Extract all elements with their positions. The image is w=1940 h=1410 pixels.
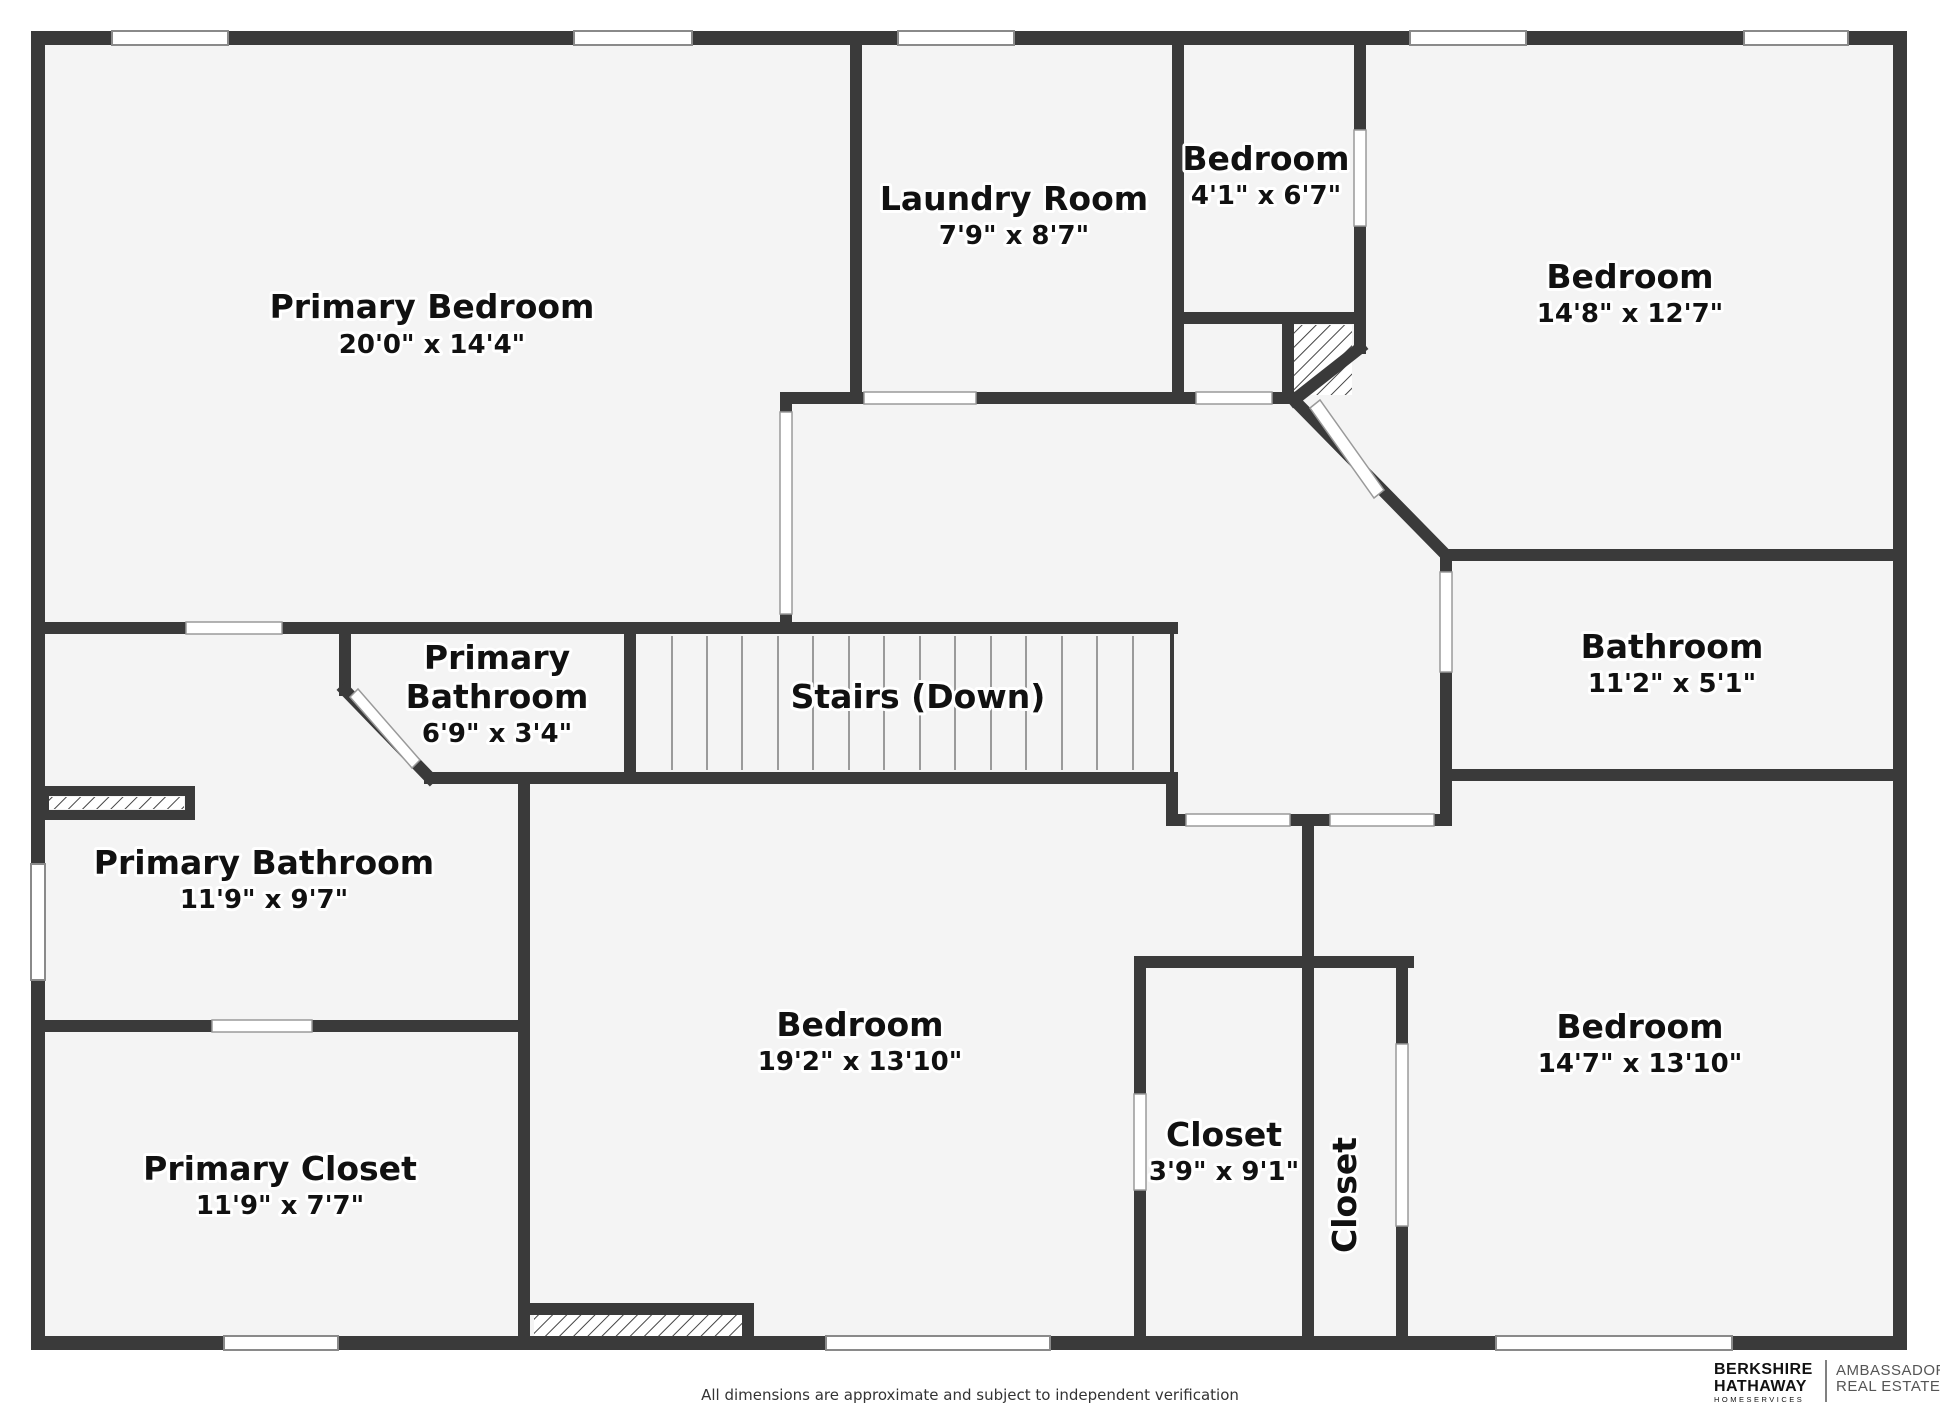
label-bedroom-ne: Bedroom 14'8" x 12'7" [1534,254,1726,332]
label-primary-bathroom-small: Primary Bathroom 6'9" x 3'4" [403,635,592,752]
label-bedroom-center: Bedroom 19'2" x 13'10" [755,1002,966,1080]
room-dims: 14'8" x 12'7" [1537,299,1723,329]
room-dims: 3'9" x 9'1" [1149,1157,1299,1187]
logo-right1: AMBASSADOR [1836,1362,1940,1379]
room-name: Bedroom [1556,1007,1723,1046]
room-name: Laundry Room [880,179,1148,218]
room-name: Stairs (Down) [791,677,1046,716]
room-name: Bedroom [776,1005,943,1044]
room-name: Primary Bedroom [270,287,595,326]
label-primary-bathroom: Primary Bathroom 11'9" x 9'7" [91,840,437,918]
logo-right2: REAL ESTATE [1836,1378,1940,1395]
door-openings [185,129,1453,1227]
label-primary-bedroom: Primary Bedroom 20'0" x 14'4" [267,284,598,363]
label-stairs: Stairs (Down) [788,674,1049,719]
room-name: Closet [1325,1137,1364,1253]
room-name: Bedroom [1546,257,1713,296]
disclaimer-text: All dimensions are approximate and subje… [701,1386,1239,1404]
room-name: Bedroom [1182,139,1349,178]
label-primary-closet: Primary Closet 11'9" x 7'7" [140,1146,420,1224]
stair-treads [671,636,1134,770]
room-dims: 7'9" x 8'7" [939,221,1089,251]
label-bathroom: Bathroom 11'2" x 5'1" [1578,624,1767,702]
label-bedroom-small: Bedroom 4'1" x 6'7" [1179,136,1352,214]
room-dims: 19'2" x 13'10" [758,1047,963,1077]
room-dims: 11'9" x 7'7" [196,1191,364,1221]
room-dims: 6'9" x 3'4" [422,719,572,749]
room-dims: 11'9" x 9'7" [180,885,348,915]
brokerage-logo: BERKSHIRE HATHAWAY HOMESERVICES AMBASSAD… [1714,1360,1940,1404]
logo-line1: BERKSHIRE [1714,1361,1813,1378]
room-name: Bathroom [1581,627,1764,666]
room-dims: 14'7" x 13'10" [1538,1049,1743,1079]
label-closet-narrow: Closet [1322,1134,1367,1256]
room-dims: 20'0" x 14'4" [339,330,525,360]
room-dims: 4'1" x 6'7" [1191,181,1341,211]
room-dims: 11'2" x 5'1" [1588,669,1756,699]
shaft-hatch-south [534,1315,742,1337]
label-bedroom-se: Bedroom 14'7" x 13'10" [1535,1004,1746,1082]
room-name: Bathroom [406,677,589,716]
windows [30,30,1849,1351]
room-name: Closet [1166,1115,1282,1154]
logo-line3: HOMESERVICES [1714,1395,1804,1404]
room-name: Primary Closet [143,1149,417,1188]
room-name: Primary [424,638,570,677]
label-laundry-room: Laundry Room 7'9" x 8'7" [877,176,1151,254]
shaft-hatch-west [44,797,184,809]
logo-line2: HATHAWAY [1714,1378,1807,1395]
label-closet: Closet 3'9" x 9'1" [1146,1112,1302,1190]
room-name: Primary Bathroom [94,843,434,882]
